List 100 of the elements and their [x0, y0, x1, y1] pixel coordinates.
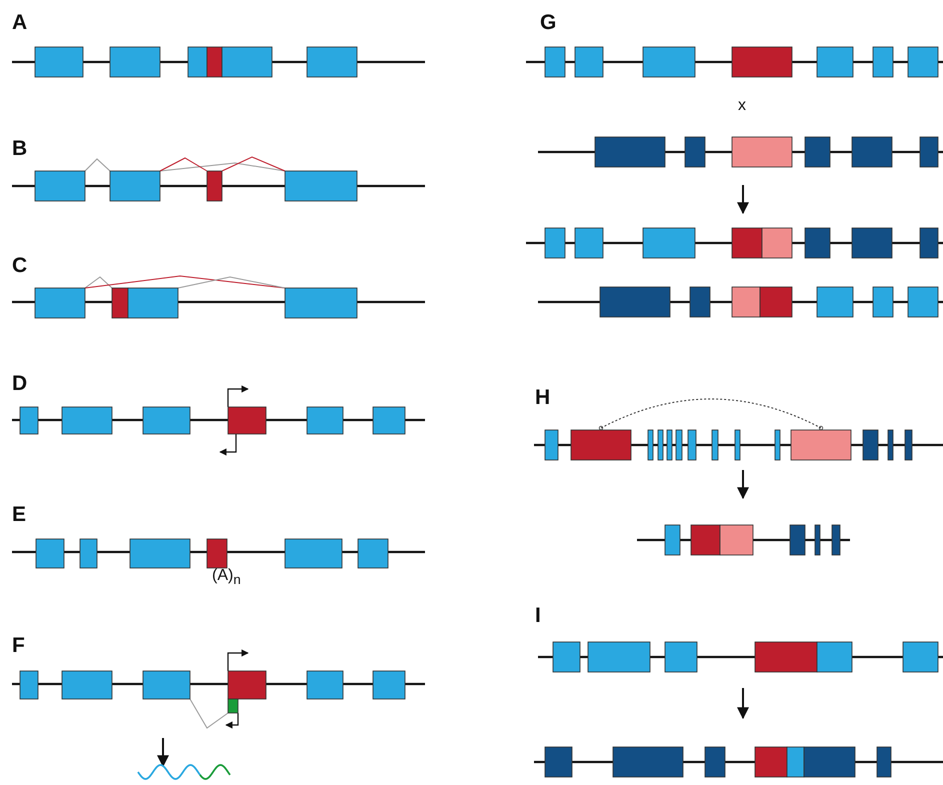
exon-block: [188, 46, 208, 78]
exon-block: [128, 288, 178, 318]
exon-block: [684, 136, 706, 168]
panel-letter: C: [12, 255, 28, 276]
exon-block: [306, 406, 344, 434]
exon-block: [732, 228, 762, 258]
exon-block: [804, 136, 830, 168]
exon-block: [734, 430, 740, 460]
exon-block: [816, 46, 854, 78]
exon-block: [206, 170, 222, 202]
exon-block: [832, 524, 840, 556]
exon-block: [676, 430, 682, 460]
exon-block: [690, 524, 720, 556]
splice-line: [178, 276, 286, 288]
splice-line: [160, 162, 286, 172]
panel-letter: E: [12, 504, 26, 525]
exon-block: [574, 46, 604, 78]
exon-block: [804, 228, 830, 258]
exon-block: [664, 524, 680, 556]
polya-tail-label: (A)$_{n}$: [212, 568, 241, 587]
splice-line: [84, 276, 286, 288]
exon-block: [228, 698, 238, 714]
exon-block: [690, 286, 710, 318]
cross-symbol: x: [738, 98, 746, 114]
exon-block: [754, 642, 818, 672]
exon-block: [34, 46, 84, 78]
splice-line: [84, 276, 112, 288]
exon-block: [852, 136, 892, 168]
exon-block: [62, 406, 112, 434]
exon-block: [790, 430, 852, 460]
exon-block: [228, 670, 266, 700]
panel-letter: F: [12, 635, 25, 656]
exon-block: [284, 538, 342, 568]
panel-letter: H: [535, 387, 550, 408]
exon-block: [902, 642, 938, 672]
exon-block: [612, 746, 684, 778]
exon-block: [712, 430, 718, 460]
exon-block: [760, 286, 792, 318]
exon-block: [552, 642, 580, 672]
exon-block: [62, 670, 112, 700]
exon-block: [688, 430, 696, 460]
exon-block: [754, 746, 788, 778]
panel-letter: D: [12, 373, 28, 394]
panel-letter: A: [12, 12, 28, 33]
exon-block: [130, 538, 190, 568]
exon-block: [600, 286, 670, 318]
exon-block: [372, 406, 406, 434]
exon-block: [284, 288, 358, 318]
exon-block: [544, 746, 572, 778]
exon-block: [876, 746, 892, 778]
splice-line: [190, 698, 228, 729]
exon-block: [80, 538, 98, 568]
exon-block: [872, 46, 894, 78]
exon-block: [544, 430, 558, 460]
exon-block: [732, 46, 792, 78]
exon-block: [142, 670, 190, 700]
exon-block: [112, 288, 128, 318]
splice-line: [84, 158, 110, 172]
exon-block: [206, 46, 222, 78]
exon-block: [544, 46, 566, 78]
splice-line: [222, 156, 286, 172]
exon-block: [732, 286, 760, 318]
exon-block: [790, 524, 806, 556]
exon-block: [908, 286, 938, 318]
exon-block: [786, 746, 804, 778]
exon-block: [664, 642, 698, 672]
interaction-arc: [598, 398, 824, 430]
exon-block: [284, 170, 358, 202]
exon-block: [222, 46, 272, 78]
exon-block: [20, 670, 38, 700]
exon-block: [642, 228, 696, 258]
exon-block: [206, 538, 228, 568]
exon-block: [888, 430, 894, 460]
exon-block: [862, 430, 878, 460]
exon-block: [732, 136, 792, 168]
exon-block: [720, 524, 754, 556]
splice-line: [160, 157, 208, 172]
exon-block: [648, 430, 654, 460]
exon-block: [36, 538, 64, 568]
exon-block: [666, 430, 672, 460]
exon-block: [34, 170, 86, 202]
exon-block: [908, 46, 938, 78]
panel-letter: I: [535, 605, 541, 626]
exon-block: [588, 642, 650, 672]
exon-block: [704, 746, 726, 778]
exon-block: [306, 670, 344, 700]
exon-block: [110, 170, 160, 202]
exon-block: [762, 228, 792, 258]
exon-block: [594, 136, 666, 168]
exon-block: [358, 538, 388, 568]
exon-block: [774, 430, 780, 460]
exon-block: [228, 406, 266, 434]
exon-block: [20, 406, 38, 434]
exon-block: [574, 228, 604, 258]
exon-block: [920, 136, 938, 168]
exon-block: [814, 524, 820, 556]
exon-block: [142, 406, 190, 434]
exon-block: [372, 670, 406, 700]
exon-block: [544, 228, 566, 258]
panel-letter: G: [540, 12, 556, 33]
